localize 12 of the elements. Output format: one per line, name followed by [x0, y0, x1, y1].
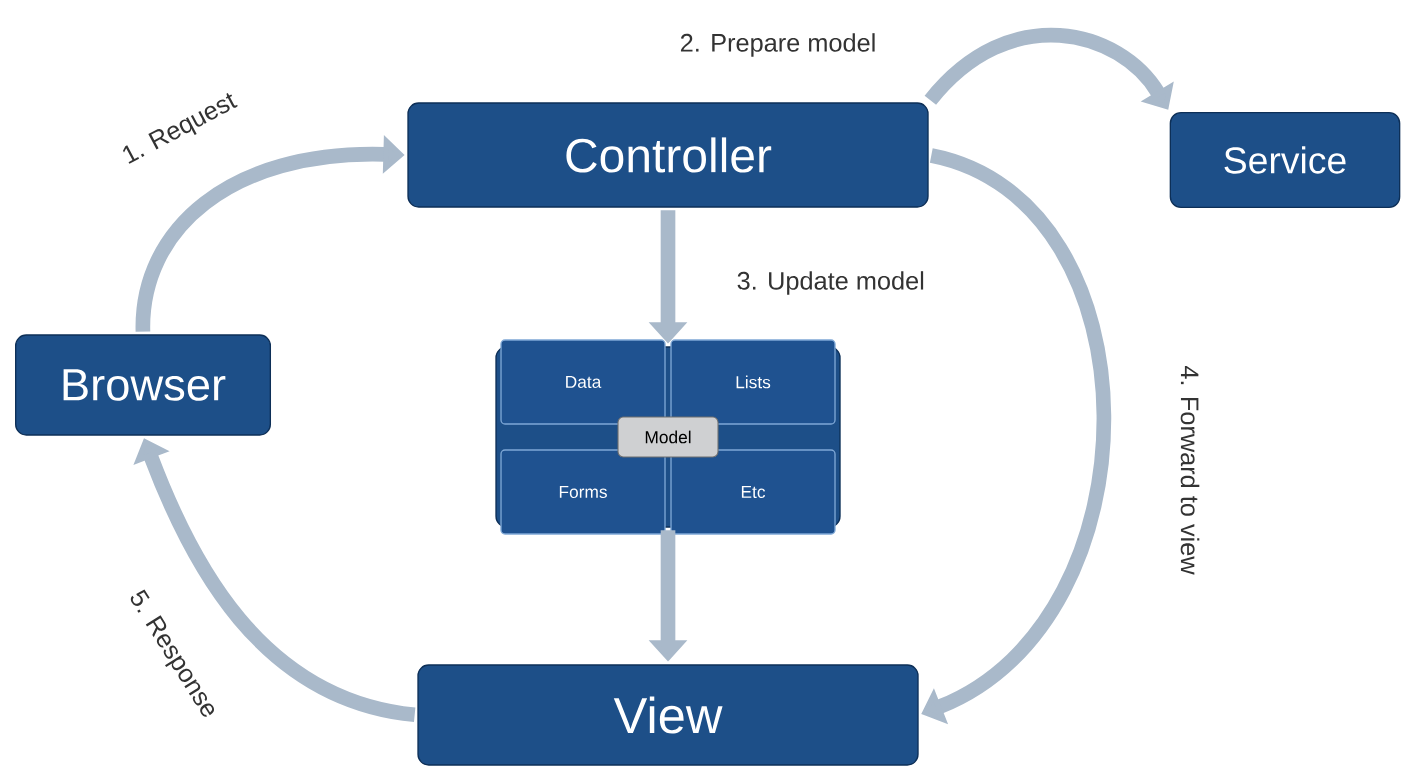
process-box: Service: [1169, 112, 1401, 208]
model-cell: Etc: [670, 449, 836, 535]
process-box: View: [417, 664, 919, 766]
process-box: Browser: [15, 334, 271, 436]
edge-label: 3. Update model: [735, 269, 927, 297]
model-box: Model: [617, 416, 719, 458]
edge-label: 2. Prepare model: [678, 31, 878, 59]
process-box: Controller: [407, 102, 929, 208]
model-cell: Data: [500, 339, 666, 425]
model-cell: Lists: [670, 339, 836, 425]
edge-label: 4. Forward to view: [1179, 364, 1201, 576]
model-cell: Forms: [500, 449, 666, 535]
